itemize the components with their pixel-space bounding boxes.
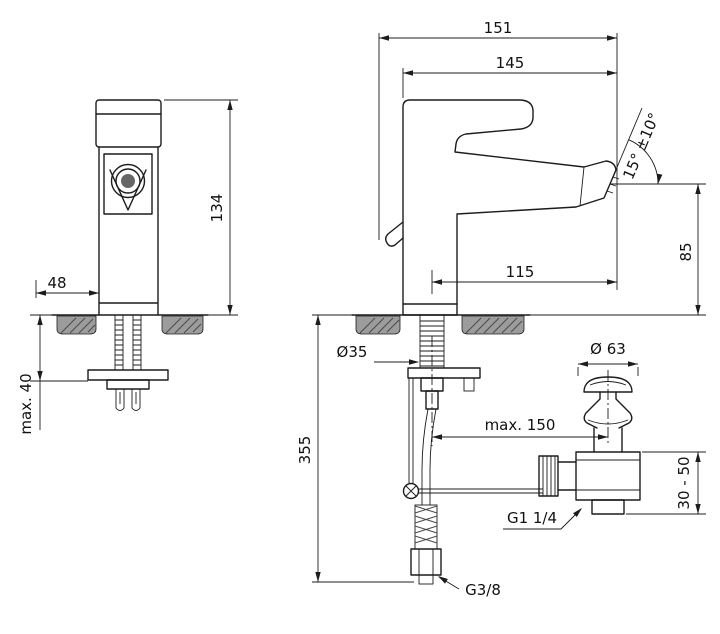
dim-label-151: 151	[484, 19, 513, 37]
dim-label-134: 134	[208, 194, 226, 223]
arrowhead	[628, 361, 638, 367]
rod-clamp-icon	[402, 482, 420, 500]
arrowhead	[598, 434, 608, 440]
dim-d63: Ø 63	[577, 340, 639, 376]
arrowhead	[379, 35, 389, 41]
arrowhead	[695, 452, 701, 462]
mounting-hardware-front	[87, 315, 169, 411]
drain-tailpiece	[591, 499, 625, 515]
arrowhead	[227, 100, 233, 110]
coupling-nut	[538, 455, 559, 497]
thread-label-g38: G3/8	[465, 581, 501, 599]
drain-assembly	[538, 370, 641, 515]
counter-section-side	[312, 314, 706, 335]
arrowhead	[578, 361, 588, 367]
dim-label-85: 85	[677, 242, 695, 261]
dim-label-30-50: 30 - 50	[675, 456, 693, 509]
popup-linkage	[402, 378, 543, 500]
arrowhead	[432, 279, 442, 285]
dim-145: 145	[402, 54, 617, 98]
arrowhead	[89, 290, 99, 296]
label-drain-thread: G1 1/4	[503, 508, 582, 530]
dim-label-d35: Ø35	[337, 343, 368, 361]
dim-85: 85	[677, 184, 701, 315]
label-supply-thread: G3/8	[438, 576, 501, 599]
arrowhead	[403, 70, 413, 76]
side-view: 151 145 15° ±10° 85 115	[296, 19, 706, 599]
arrowhead	[438, 576, 448, 584]
dim-355: 355	[296, 315, 414, 583]
faucet-front-body	[95, 99, 162, 316]
arrowhead	[227, 305, 233, 315]
dim-label-max150: max. 150	[485, 416, 556, 434]
dim-label-max40: max. 40	[17, 373, 35, 434]
thread-label-g114: G1 1/4	[507, 509, 557, 527]
front-view: 134 48 max. 40	[17, 99, 238, 435]
dim-label-355: 355	[296, 436, 314, 465]
dim-label-d63: Ø 63	[590, 340, 626, 358]
dim-label-48: 48	[47, 274, 66, 292]
arrowhead	[409, 359, 419, 365]
popup-rod-knob	[385, 221, 404, 247]
dim-151: 151	[378, 19, 618, 290]
arrowhead	[657, 173, 663, 184]
dim-134: 134	[164, 99, 238, 315]
shank-assembly	[407, 315, 481, 446]
arrowhead	[36, 290, 46, 296]
supply-nut	[410, 548, 442, 576]
arrowhead	[607, 35, 617, 41]
arrowhead	[315, 572, 321, 582]
dim-d35: Ø35	[337, 343, 419, 365]
arrowhead	[695, 504, 701, 514]
arrowhead	[573, 508, 582, 517]
dim-label-115: 115	[506, 263, 535, 281]
supply-hose	[410, 408, 442, 585]
arrowhead	[315, 315, 321, 325]
handle-knob-icon	[110, 163, 146, 199]
arrowhead	[607, 279, 617, 285]
arrowhead	[432, 434, 442, 440]
dim-115: 115	[431, 263, 617, 294]
arrowhead	[37, 371, 43, 381]
drain-body	[575, 451, 641, 501]
dim-30-50: 30 - 50	[626, 451, 706, 515]
dim-max40: max. 40	[17, 315, 88, 435]
arrowhead	[607, 70, 617, 76]
dim-48: 48	[35, 274, 99, 298]
dim-max150: max. 150	[432, 416, 608, 440]
counter-section-front	[30, 314, 238, 335]
dim-label-145: 145	[496, 54, 525, 72]
dim-angle: 15° ±10°	[609, 107, 706, 185]
arrowhead	[695, 305, 701, 315]
arrowhead	[37, 315, 43, 325]
faucet-side-body	[385, 99, 620, 316]
arrowhead	[695, 184, 701, 194]
